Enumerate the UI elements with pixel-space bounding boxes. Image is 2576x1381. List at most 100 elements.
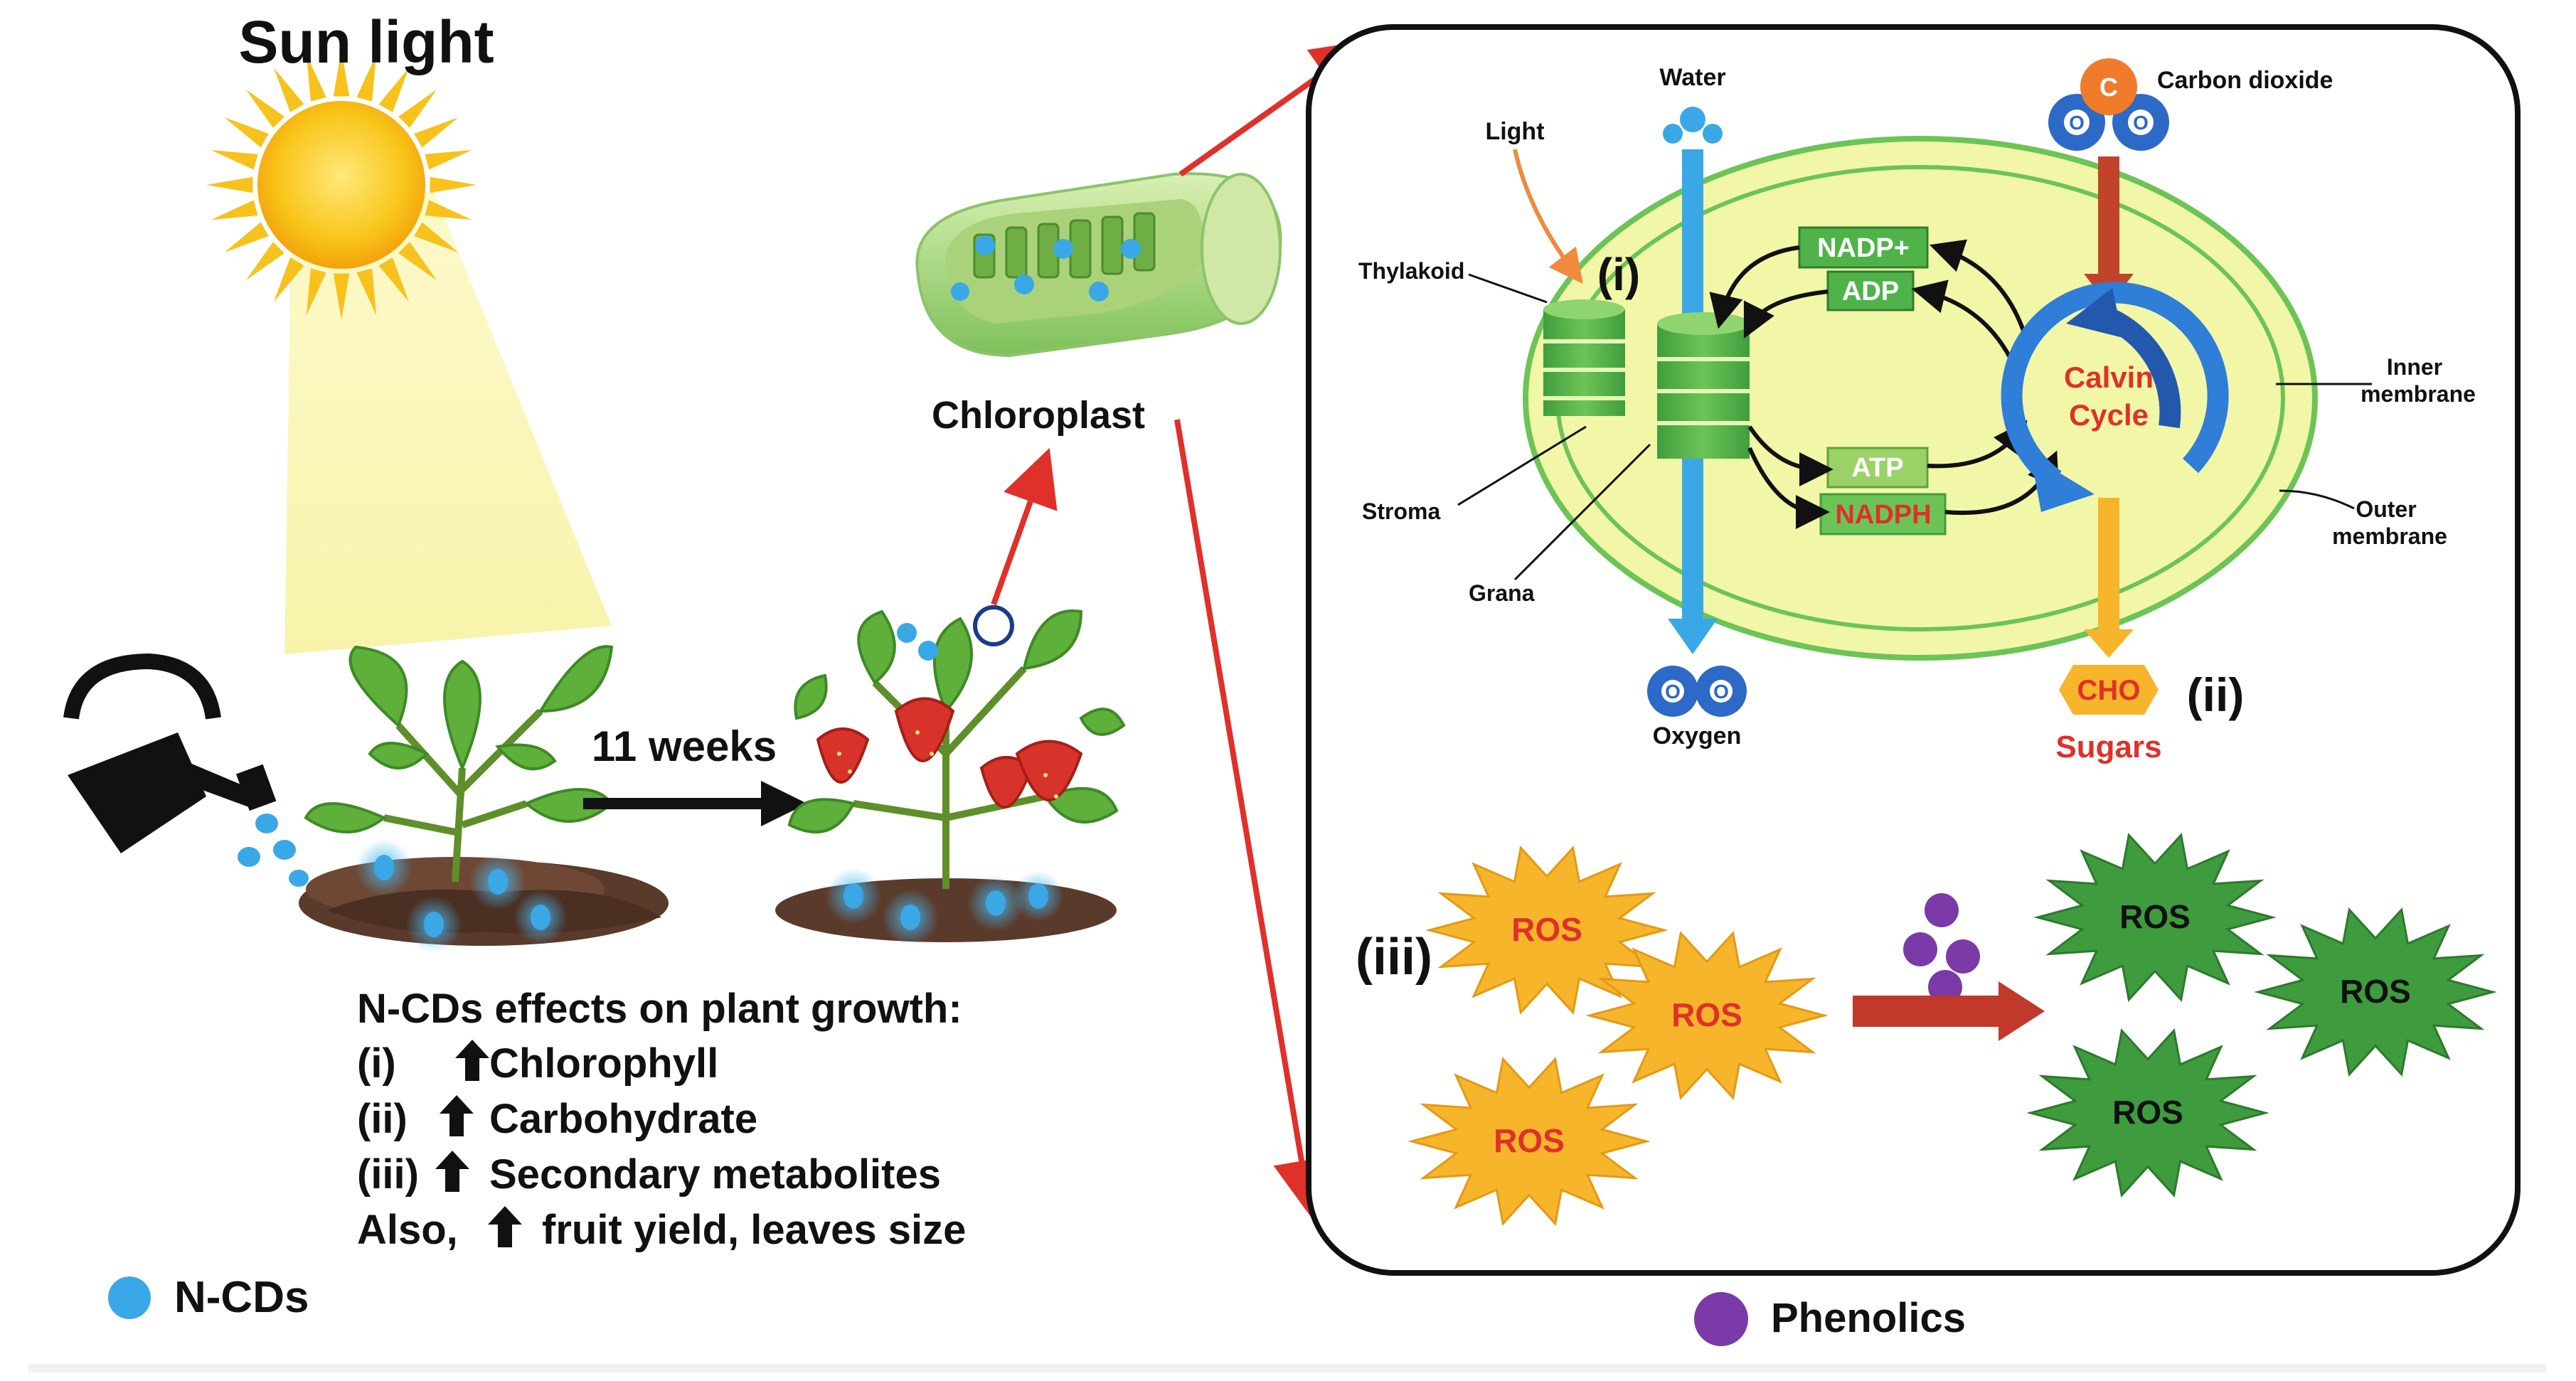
- watering-can-icon: [63, 653, 277, 853]
- oxygen-molecule-icon: O O: [1647, 666, 1747, 717]
- nadph-label: NADPH: [1835, 500, 1931, 530]
- leaf-zoom-marker: [973, 605, 1014, 646]
- outer-membrane-pointer: [2279, 489, 2355, 510]
- co2-atom-c: C: [2099, 73, 2118, 102]
- thylakoid-label: Thylakoid: [1358, 258, 1464, 284]
- ros-label: ROS: [1511, 911, 1582, 948]
- ros-label: ROS: [2112, 1094, 2183, 1131]
- marker-ii: (ii): [2187, 668, 2245, 721]
- ros-label: ROS: [2340, 973, 2411, 1010]
- adp-box: [1826, 270, 1915, 311]
- effect-marker-1: (i): [357, 1040, 396, 1087]
- nadp-box: [1798, 226, 1929, 269]
- grana-label: Grana: [1469, 580, 1535, 606]
- oxygen-atom-1: O: [1665, 681, 1681, 703]
- atp-label: ATP: [1851, 453, 1903, 483]
- up-arrow-icon: [488, 1206, 522, 1247]
- ros-starburst-icon: [2254, 907, 2497, 1077]
- phenolics-legend-dot: [1694, 1292, 1748, 1346]
- chloroplast-cross-section: [1523, 136, 2318, 661]
- ros-starburst-icon: [2033, 832, 2277, 1003]
- calvin-cycle-line1: Calvin: [2064, 361, 2154, 394]
- up-arrow-icon: [440, 1095, 474, 1136]
- ros-starburst-icon: [1585, 930, 1829, 1101]
- ros-label: ROS: [1671, 996, 1742, 1033]
- sun-icon: [206, 50, 477, 320]
- cho-label: CHO: [2077, 675, 2141, 706]
- water-molecule-icon: [1663, 107, 1723, 144]
- sun-ray: [306, 54, 326, 102]
- sun-ray: [425, 200, 472, 220]
- marker-i: (i): [1597, 249, 1640, 300]
- outer-membrane-label-2: membrane: [2332, 523, 2447, 549]
- effect-marker-2: (ii): [357, 1096, 408, 1142]
- ros-starburst-icon: [1407, 1056, 1651, 1227]
- chloroplast-3d-icon: [915, 172, 1282, 358]
- chloroplast-label: Chloroplast: [932, 394, 1145, 437]
- sun-ray: [356, 54, 377, 102]
- sun-ray: [206, 176, 253, 193]
- stroma-pointer: [1457, 425, 1587, 506]
- phenolics-legend-label: Phenolics: [1771, 1295, 1966, 1341]
- inner-membrane-label-2: membrane: [2361, 381, 2476, 407]
- sun-ray: [245, 89, 284, 128]
- carbon-dioxide-label: Carbon dioxide: [2157, 67, 2333, 94]
- water-label: Water: [1659, 64, 1725, 91]
- light-label: Light: [1485, 118, 1544, 145]
- growth-time-arrow: [583, 781, 807, 826]
- sun-ray: [425, 149, 472, 170]
- sun-ray: [398, 89, 437, 128]
- calvin-cycle-line2: Cycle: [2069, 398, 2149, 432]
- sun-ray: [378, 68, 409, 112]
- zoom-arrow-bottom: [1174, 419, 1330, 1217]
- also-text: fruit yield, leaves size: [542, 1207, 966, 1253]
- light-arrow: [1513, 149, 1583, 284]
- also-prefix: Also,: [357, 1207, 458, 1253]
- sun-ray: [224, 117, 269, 148]
- co2-atom-o2: O: [2133, 112, 2149, 134]
- adp-label: ADP: [1842, 277, 1899, 306]
- ros-label: ROS: [2119, 898, 2191, 935]
- calvin-cycle-icon: [2001, 282, 2229, 512]
- co2-molecule-icon: C O O: [2048, 58, 2169, 151]
- sun-ray: [378, 257, 409, 302]
- seedling-icon: [299, 645, 669, 953]
- sun-ray: [224, 222, 269, 252]
- bottom-band: [28, 1364, 2546, 1372]
- grana-stack-right: [1657, 312, 1750, 459]
- sun-ray: [414, 117, 459, 148]
- stroma-label: Stroma: [1362, 498, 1440, 524]
- sun-ray: [274, 257, 304, 302]
- sugars-label: Sugars: [2055, 730, 2161, 764]
- effect-text-3: Secondary metabolites: [489, 1151, 941, 1198]
- effects-heading: N-CDs effects on plant growth:: [357, 986, 962, 1032]
- phenolics-cluster-icon: [1903, 893, 1980, 1004]
- thylakoid-pointer: [1468, 273, 1548, 304]
- inner-membrane-label-1: Inner: [2387, 354, 2442, 380]
- sun-ray: [211, 149, 258, 170]
- zoom-arrow-to-chloroplast: [991, 447, 1058, 606]
- ros-label: ROS: [1494, 1122, 1565, 1159]
- timeline-label: 11 weeks: [592, 723, 777, 770]
- outer-membrane-label-1: Outer: [2356, 496, 2416, 522]
- co2-atom-o1: O: [2069, 112, 2085, 134]
- sun-ray: [356, 268, 377, 316]
- sunlight-title: Sun light: [238, 9, 494, 75]
- sun-ray: [274, 68, 304, 112]
- sun-ray: [414, 222, 459, 252]
- co2-inflow-arrow: [2084, 156, 2134, 306]
- ncds-legend-label: N-CDs: [174, 1273, 309, 1322]
- ros-group: ROS ROS ROS ROS ROS ROS: [1407, 832, 2497, 1227]
- cho-hexagon: [2059, 665, 2159, 715]
- strawberry-plant-icon: [775, 605, 1126, 946]
- sun-ray: [211, 200, 258, 220]
- up-arrow-icon: [435, 1151, 469, 1192]
- grana-pointer: [1513, 443, 1651, 581]
- sun-ray: [306, 268, 326, 316]
- marker-iii: (iii): [1356, 929, 1432, 986]
- ros-starburst-icon: [1425, 845, 1668, 1015]
- grana-stack-left: [1543, 299, 1625, 416]
- effect-marker-3: (iii): [357, 1151, 419, 1198]
- sun-ray: [333, 50, 350, 97]
